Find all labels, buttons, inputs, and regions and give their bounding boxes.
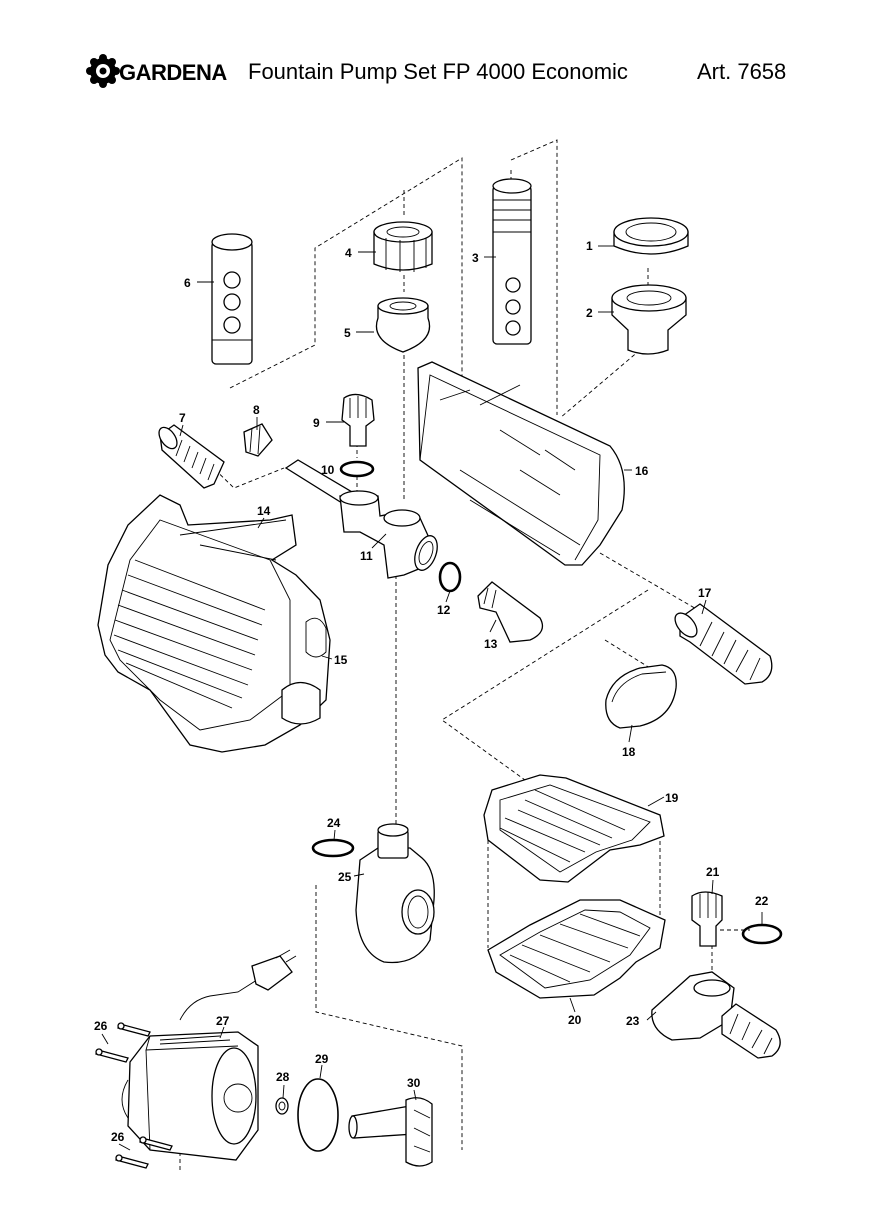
part-label: 19 bbox=[665, 791, 679, 805]
part-label: 27 bbox=[216, 1014, 230, 1028]
part-23-outlet-adapter bbox=[651, 971, 781, 1059]
part-label: 13 bbox=[484, 637, 498, 651]
part-18-cover-plate bbox=[605, 664, 677, 729]
part-10-o-ring bbox=[339, 460, 375, 478]
part-2-nozzle-adapter bbox=[611, 284, 687, 355]
part-3-extension-tube bbox=[492, 178, 532, 345]
part-6-perforated-tube bbox=[211, 233, 253, 365]
part-label: 5 bbox=[344, 326, 351, 340]
part-label: 12 bbox=[437, 603, 451, 617]
part-30-impeller bbox=[348, 1097, 433, 1167]
gardena-logo bbox=[86, 54, 120, 88]
part-24-o-ring bbox=[311, 838, 355, 858]
part-label: 23 bbox=[626, 1014, 640, 1028]
part-12-o-ring bbox=[438, 561, 462, 593]
part-label: 26 bbox=[94, 1019, 108, 1033]
article-number: Art. 7658 bbox=[697, 59, 787, 84]
part-21-regulator-knob bbox=[691, 891, 723, 947]
part-label: 3 bbox=[472, 251, 479, 265]
part-label: 22 bbox=[755, 894, 769, 908]
part-label: 15 bbox=[334, 653, 348, 667]
part-7-hose-connector bbox=[158, 424, 225, 489]
part-26-screws-bottom bbox=[115, 1136, 173, 1169]
leader-lines bbox=[101, 245, 763, 1151]
part-27-motor bbox=[121, 949, 297, 1161]
part-26-screws-top bbox=[95, 1022, 151, 1063]
part-label: 17 bbox=[698, 586, 712, 600]
part-label: 25 bbox=[338, 870, 352, 884]
part-20-filter-bottom bbox=[487, 899, 666, 999]
part-label: 28 bbox=[276, 1070, 290, 1084]
part-17-hose-connector bbox=[674, 603, 773, 685]
part-label: 29 bbox=[315, 1052, 329, 1066]
part-label: 30 bbox=[407, 1076, 421, 1090]
part-label: 2 bbox=[586, 306, 593, 320]
part-label: 8 bbox=[253, 403, 260, 417]
page-header: GARDENA Fountain Pump Set FP 4000 Econom… bbox=[0, 0, 877, 110]
part-number-labels: 1 2 3 4 5 6 7 8 9 10 11 12 13 14 15 16 1… bbox=[94, 239, 769, 1144]
part-11-tee-piece bbox=[284, 459, 438, 579]
part-9-regulator-knob bbox=[341, 393, 375, 447]
part-label: 24 bbox=[327, 816, 341, 830]
part-label: 11 bbox=[360, 549, 373, 563]
part-label: 26 bbox=[111, 1130, 125, 1144]
part-label: 1 bbox=[586, 239, 593, 253]
part-19-filter-top bbox=[483, 774, 665, 883]
part-label: 9 bbox=[313, 416, 320, 430]
part-29-large-o-ring bbox=[297, 1078, 339, 1152]
flower-logo-icon bbox=[86, 54, 120, 88]
part-1-nozzle-cap bbox=[613, 217, 689, 255]
part-label: 7 bbox=[179, 411, 186, 425]
part-label: 4 bbox=[345, 246, 352, 260]
part-8-small-nut bbox=[243, 423, 273, 457]
part-16-housing-top bbox=[417, 361, 625, 566]
brand-name: GARDENA bbox=[119, 60, 227, 85]
part-22-o-ring bbox=[741, 923, 783, 945]
part-13-end-stopper bbox=[477, 581, 544, 643]
part-4-union-nut bbox=[373, 221, 433, 272]
part-label: 18 bbox=[622, 745, 636, 759]
part-28-washer bbox=[275, 1097, 289, 1115]
part-label: 20 bbox=[568, 1013, 582, 1027]
part-label: 21 bbox=[706, 865, 720, 879]
document-title: Fountain Pump Set FP 4000 Economic bbox=[248, 59, 628, 84]
part-14-15-filter-housing bbox=[97, 494, 331, 753]
part-label: 10 bbox=[321, 463, 335, 477]
part-label: 16 bbox=[635, 464, 649, 478]
part-25-pump-housing bbox=[355, 823, 435, 964]
part-label: 6 bbox=[184, 276, 191, 290]
part-5-ball-adapter bbox=[375, 297, 431, 353]
part-label: 14 bbox=[257, 504, 271, 518]
